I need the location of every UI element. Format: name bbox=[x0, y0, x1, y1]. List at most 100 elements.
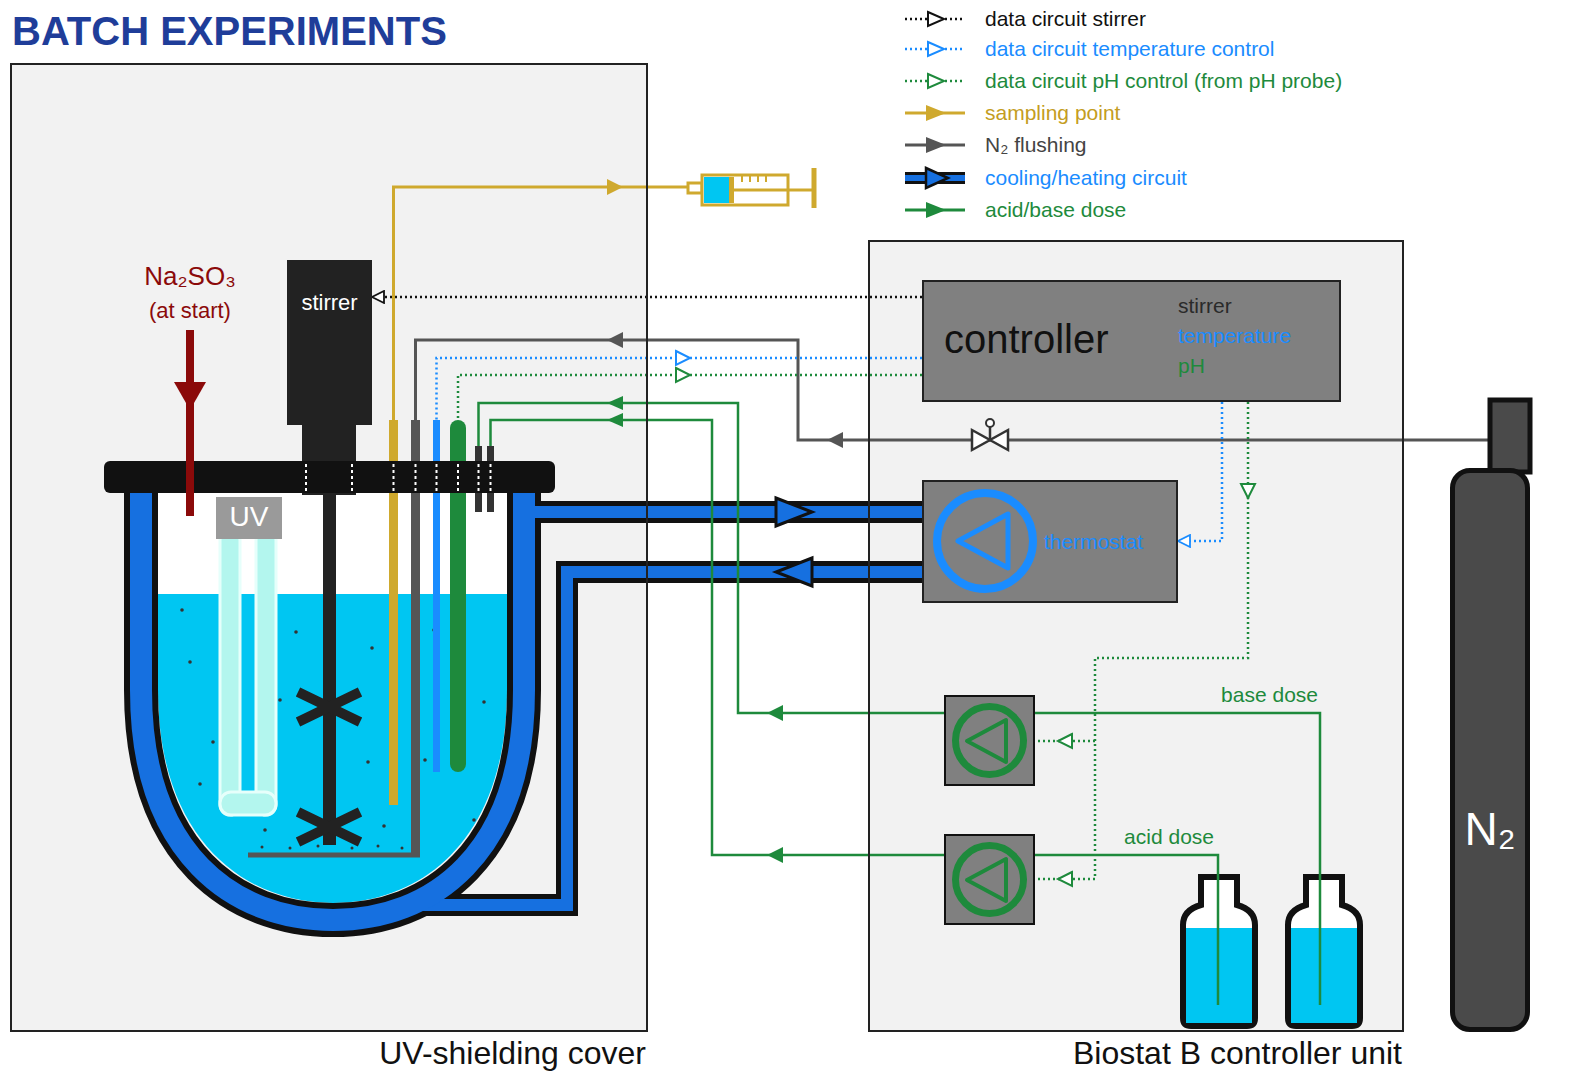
ph-pump-data-line bbox=[1034, 402, 1248, 879]
temperature-data-line bbox=[437, 358, 923, 420]
legend-head-temperature bbox=[928, 42, 944, 56]
node-sublabel: stirrer bbox=[1178, 294, 1232, 318]
particle bbox=[423, 758, 427, 762]
unit-panel-fill bbox=[868, 240, 1404, 1032]
particle bbox=[472, 818, 476, 822]
valve-body bbox=[990, 430, 1008, 450]
line-label: acid dose bbox=[1124, 825, 1214, 849]
node-label: N₂ bbox=[1464, 803, 1515, 856]
gas-bubbles bbox=[261, 845, 404, 850]
acid-dose-line bbox=[491, 420, 1219, 1005]
biostat-controller-unit: Biostat B controller unitcontrollerstirr… bbox=[868, 240, 1404, 1032]
particle bbox=[188, 660, 192, 664]
sampling-line bbox=[394, 187, 691, 420]
base-dose-line bbox=[479, 403, 1321, 1005]
legend-head-ph bbox=[928, 74, 944, 88]
syringe-tip bbox=[688, 183, 702, 193]
reagent-note: (at start) bbox=[149, 298, 231, 323]
bubble bbox=[289, 847, 292, 850]
node-label: Biostat B controller unit bbox=[1073, 1035, 1402, 1072]
base-bottle bbox=[1288, 877, 1360, 1026]
temperature-data-line bbox=[1178, 402, 1222, 541]
uv-lamp-label: UV bbox=[216, 497, 282, 539]
legend-head-stirrer bbox=[928, 12, 944, 26]
sulfite-feed bbox=[186, 330, 194, 516]
legend-entry: data circuit stirrer bbox=[985, 7, 1146, 31]
thermostat-pump-symbol bbox=[958, 514, 1008, 568]
lid-port bbox=[490, 464, 492, 491]
bubble bbox=[317, 845, 320, 848]
particle bbox=[294, 630, 298, 634]
uv-lamp bbox=[220, 530, 276, 815]
uv-tube-bend bbox=[220, 792, 276, 815]
syringe-handle bbox=[812, 168, 817, 208]
impeller bbox=[298, 692, 360, 722]
legend-entry: N₂ flushing bbox=[985, 133, 1087, 157]
sampling-arrowhead bbox=[607, 179, 623, 195]
pump-housing bbox=[945, 835, 1034, 924]
legend-entry: data circuit pH control (from pH probe) bbox=[985, 69, 1342, 93]
thermostat-box: thermostat bbox=[922, 480, 1178, 603]
line-label: base dose bbox=[1221, 683, 1318, 707]
bubble bbox=[351, 847, 354, 850]
node-sublabel: temperature bbox=[1178, 324, 1291, 348]
particle bbox=[180, 608, 184, 612]
lid-port bbox=[351, 464, 353, 491]
flow-arrow bbox=[776, 558, 812, 586]
sulfite-arrowhead bbox=[174, 382, 206, 410]
bubble bbox=[377, 845, 380, 848]
dose-arrowhead bbox=[607, 413, 623, 427]
legend-head-sampling bbox=[926, 105, 946, 121]
particle bbox=[278, 698, 282, 702]
ph-pump-arrowhead bbox=[1241, 484, 1255, 498]
pump-symbol bbox=[967, 720, 1006, 762]
particle bbox=[482, 700, 486, 704]
thermostat-fill bbox=[922, 480, 1178, 603]
node-label: thermostat bbox=[1044, 530, 1143, 554]
nitrogen-arrowhead bbox=[607, 332, 623, 348]
flow-arrow bbox=[776, 498, 812, 526]
ph-data-line bbox=[458, 375, 922, 420]
cooling-jacket bbox=[141, 490, 524, 920]
supply-pipe bbox=[515, 506, 922, 518]
particle bbox=[366, 760, 370, 764]
lid-port bbox=[478, 464, 480, 491]
temperature-data-arrowhead bbox=[676, 351, 690, 365]
pump-symbol bbox=[956, 846, 1024, 914]
legend-head-dose bbox=[926, 202, 946, 218]
ph-pump-arrowhead bbox=[1058, 734, 1072, 748]
syringe-scale bbox=[742, 175, 766, 182]
legend-samples bbox=[905, 12, 965, 218]
dose-arrowhead bbox=[607, 396, 623, 410]
node-label: UV bbox=[230, 501, 269, 533]
sparger bbox=[248, 853, 420, 858]
base-pump bbox=[945, 696, 1034, 785]
page-title: BATCH EXPERIMENTS bbox=[12, 8, 447, 54]
impeller bbox=[298, 812, 360, 842]
node-sublabel: pH bbox=[1178, 354, 1205, 378]
lid-port bbox=[415, 464, 417, 491]
lid-port bbox=[305, 464, 307, 491]
lid-port bbox=[436, 464, 438, 491]
nitrogen-arrowhead bbox=[827, 432, 843, 448]
controller-box: controller stirrer temperature pH bbox=[922, 280, 1341, 402]
acid-pump bbox=[945, 835, 1034, 924]
dose-arrowhead bbox=[767, 705, 783, 721]
bubble bbox=[261, 846, 264, 849]
stirrer-shaft bbox=[323, 490, 336, 845]
uv-tube bbox=[220, 530, 240, 815]
ph-data-arrowhead bbox=[676, 368, 690, 382]
legend-entry: cooling/heating circuit bbox=[985, 166, 1187, 190]
bubble bbox=[401, 847, 404, 850]
particle bbox=[370, 646, 374, 650]
node-label: controller bbox=[944, 316, 1109, 362]
particle bbox=[198, 782, 202, 786]
nitrogen-cylinder: N₂ bbox=[1450, 468, 1530, 1032]
node-label: UV-shielding cover bbox=[379, 1035, 646, 1072]
syringe bbox=[688, 168, 814, 208]
lid-ports bbox=[190, 464, 491, 491]
base-liquid bbox=[1291, 928, 1357, 1023]
legend-entry: sampling point bbox=[985, 101, 1120, 125]
particle bbox=[211, 740, 215, 744]
